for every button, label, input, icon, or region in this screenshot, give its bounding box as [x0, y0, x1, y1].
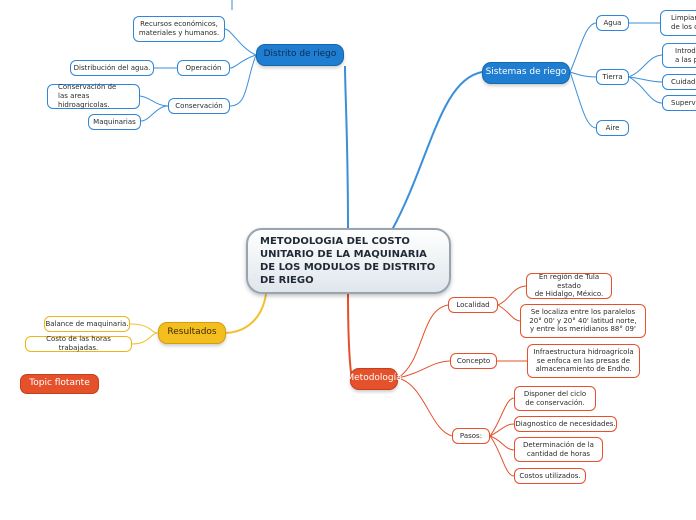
subtopic-conservacion-areas[interactable]: Conservación de las areas hidroagricolas…: [47, 83, 140, 109]
subtopic-supervis[interactable]: Supervisi: [662, 95, 696, 111]
subtopic-pasos-diagnostico[interactable]: Diagnostico de necesidades.: [514, 416, 617, 432]
subtopic-recursos[interactable]: Recursos económicos, materiales y humano…: [133, 16, 225, 42]
subtopic-limpiar[interactable]: Limpiar de los ca: [660, 10, 696, 36]
topic-metodologia[interactable]: Metodología: [346, 368, 402, 390]
topic-resultados[interactable]: Resultados: [158, 322, 226, 344]
subtopic-cuidado[interactable]: Cuidado: [662, 74, 696, 90]
subtopic-tierra[interactable]: Tierra: [596, 69, 629, 85]
subtopic-localidad[interactable]: Localidad: [448, 297, 498, 313]
subtopic-pasos-disponer[interactable]: Disponer del ciclo de conservación.: [514, 386, 596, 411]
subtopic-pasos-costos[interactable]: Costos utilizados.: [514, 468, 586, 484]
subtopic-localidad-region[interactable]: En región de Tula estado de Hidalgo, Méx…: [526, 273, 612, 299]
topic-label: Distrito de riego: [263, 49, 337, 60]
central-topic[interactable]: METODOLOGIA DEL COSTO UNITARIO DE LA MAQ…: [246, 228, 451, 294]
subtopic-costo-horas[interactable]: Costo de las horas trabajadas.: [25, 335, 132, 352]
topic-sistemas-de-riego[interactable]: Sistemas de riego: [482, 62, 570, 84]
subtopic-introdu[interactable]: Introdu a las pa: [662, 43, 696, 68]
subtopic-concepto[interactable]: Concepto: [450, 353, 497, 369]
subtopic-maquinarias[interactable]: Maquinarias: [88, 114, 141, 130]
subtopic-balance-maquinaria[interactable]: Balance de maquinaria.: [44, 316, 130, 332]
subtopic-aire[interactable]: Aire: [596, 120, 629, 136]
subtopic-distribucion-agua[interactable]: Distribución del agua.: [70, 60, 154, 76]
subtopic-conservacion[interactable]: Conservación: [168, 98, 230, 114]
subtopic-operacion[interactable]: Operación: [177, 60, 230, 76]
topic-distrito-de-riego[interactable]: Distrito de riego: [256, 44, 344, 66]
subtopic-pasos[interactable]: Pasos:: [452, 428, 490, 444]
subtopic-agua[interactable]: Agua: [596, 15, 629, 31]
floating-topic[interactable]: Topic flotante: [20, 374, 99, 394]
subtopic-pasos-determinacion[interactable]: Determinación de la cantidad de horas: [514, 437, 603, 462]
subtopic-concepto-infraestructura[interactable]: Infraestructura hidroagrícola se enfoca …: [527, 344, 640, 378]
subtopic-localidad-paralelos[interactable]: Se localiza entre los paralelos 20° 00' …: [520, 304, 646, 338]
